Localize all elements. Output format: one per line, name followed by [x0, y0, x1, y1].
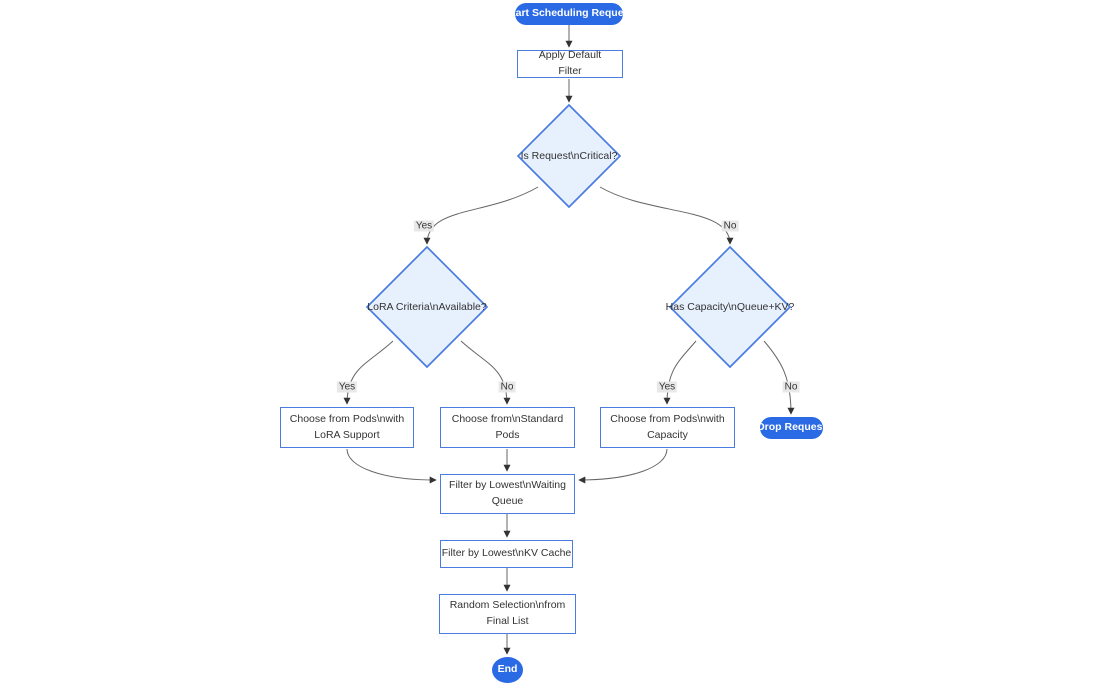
edge-label-capacity-yes: Yes [656, 381, 678, 393]
edge-critical-yes [423, 186, 539, 245]
decision-has-capacity-label: Has Capacity\nQueue+KV? [665, 301, 795, 313]
edge-label-critical-yes: Yes [413, 220, 435, 232]
random-selection-node: Random Selection\nfrom Final List [439, 594, 576, 634]
decision-is-request-critical-label: Is Request\nCritical? [520, 150, 618, 162]
decision-has-capacity-shape [668, 245, 792, 369]
choose-standard-pods-node: Choose from\nStandard Pods [440, 407, 575, 448]
start-node: Start Scheduling Request [505, 3, 633, 25]
edge-capacity-yes [663, 340, 697, 405]
filter-waiting-queue-node: Filter by Lowest\nWaiting Queue [440, 474, 575, 514]
edge-label-critical-no: No [721, 220, 739, 232]
edge-label-capacity-no: No [782, 381, 800, 393]
edge-lora-yes [343, 340, 394, 405]
edge-lora-no [460, 340, 511, 405]
decision-lora-criteria-label: LoRA Criteria\nAvailable? [367, 301, 487, 313]
drop-request-node: Drop Request [757, 417, 826, 439]
apply-default-filter-node: Apply Default Filter [517, 49, 623, 78]
decision-lora-criteria-shape [365, 245, 489, 369]
edge-capacity-pods-to-filter-waiting [578, 448, 668, 484]
end-node: End [492, 657, 523, 683]
filter-kv-cache-node: Filter by Lowest\nKV Cache [440, 540, 573, 568]
choose-lora-pods-node: Choose from Pods\nwith LoRA Support [280, 407, 414, 448]
edge-critical-no [599, 186, 734, 245]
edge-label-lora-yes: Yes [336, 381, 358, 393]
edge-lora-pods-to-filter-waiting [346, 448, 437, 484]
edge-label-lora-no: No [498, 381, 516, 393]
choose-capacity-pods-node: Choose from Pods\nwith Capacity [600, 407, 735, 448]
edge-capacity-no [763, 340, 795, 415]
decision-is-request-critical-shape [516, 103, 622, 209]
